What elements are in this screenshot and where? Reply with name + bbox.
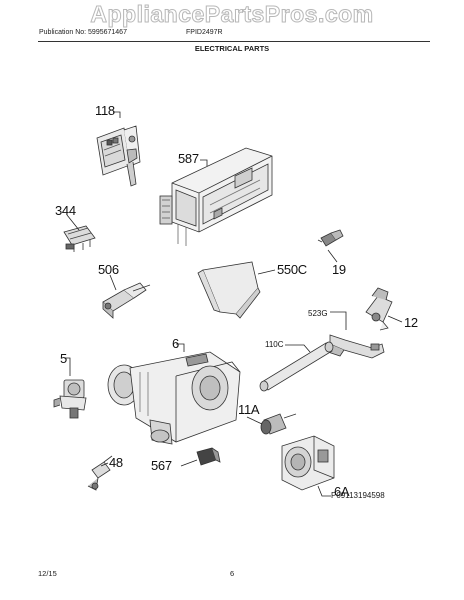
part-label-11A: 11A — [238, 402, 260, 417]
part-118-drawing — [96, 125, 141, 187]
part-6-drawing — [107, 351, 241, 445]
part-label-550C: 550C — [277, 262, 307, 277]
part-label-19: 19 — [332, 262, 346, 277]
part-110C-drawing — [259, 341, 334, 392]
model-number: FPID2497R — [186, 29, 223, 36]
leader-lines — [64, 111, 403, 497]
part-587-drawing — [159, 147, 273, 246]
part-label-12: 12 — [404, 315, 418, 330]
part-19-drawing — [317, 229, 344, 247]
figure-id: P09113194598 — [331, 491, 385, 500]
watermark-text: AppliancePartsPros.com — [90, 1, 374, 28]
part-344-drawing — [63, 225, 96, 252]
header-rule — [38, 41, 430, 42]
part-506-drawing — [102, 282, 151, 319]
part-12-drawing — [365, 287, 393, 331]
part-label-523G: 523G — [308, 309, 328, 318]
part-label-110C: 110C — [265, 340, 284, 349]
part-label-6A: 6A — [334, 484, 350, 499]
section-title: ELECTRICAL PARTS — [194, 44, 270, 53]
part-523G-drawing — [327, 334, 385, 359]
footer-page-number: 6 — [230, 569, 235, 578]
part-label-344: 344 — [55, 203, 76, 218]
part-label-587: 587 — [178, 151, 199, 166]
part-48-drawing — [87, 455, 113, 491]
part-label-6: 6 — [172, 336, 179, 351]
footer-date: 12/15 — [38, 569, 57, 578]
publication-number: Publication No: 5995671467 — [39, 29, 127, 36]
part-label-567: 567 — [151, 458, 172, 473]
part-label-506: 506 — [98, 262, 119, 277]
part-label-118: 118 — [95, 103, 115, 118]
part-5-drawing — [53, 379, 87, 419]
part-label-48: 48 — [109, 455, 123, 470]
part-567-drawing — [196, 447, 221, 466]
part-11A-drawing — [260, 413, 297, 435]
part-label-5: 5 — [60, 351, 67, 366]
part-550C-drawing — [197, 261, 261, 319]
part-6A-drawing — [281, 435, 335, 491]
